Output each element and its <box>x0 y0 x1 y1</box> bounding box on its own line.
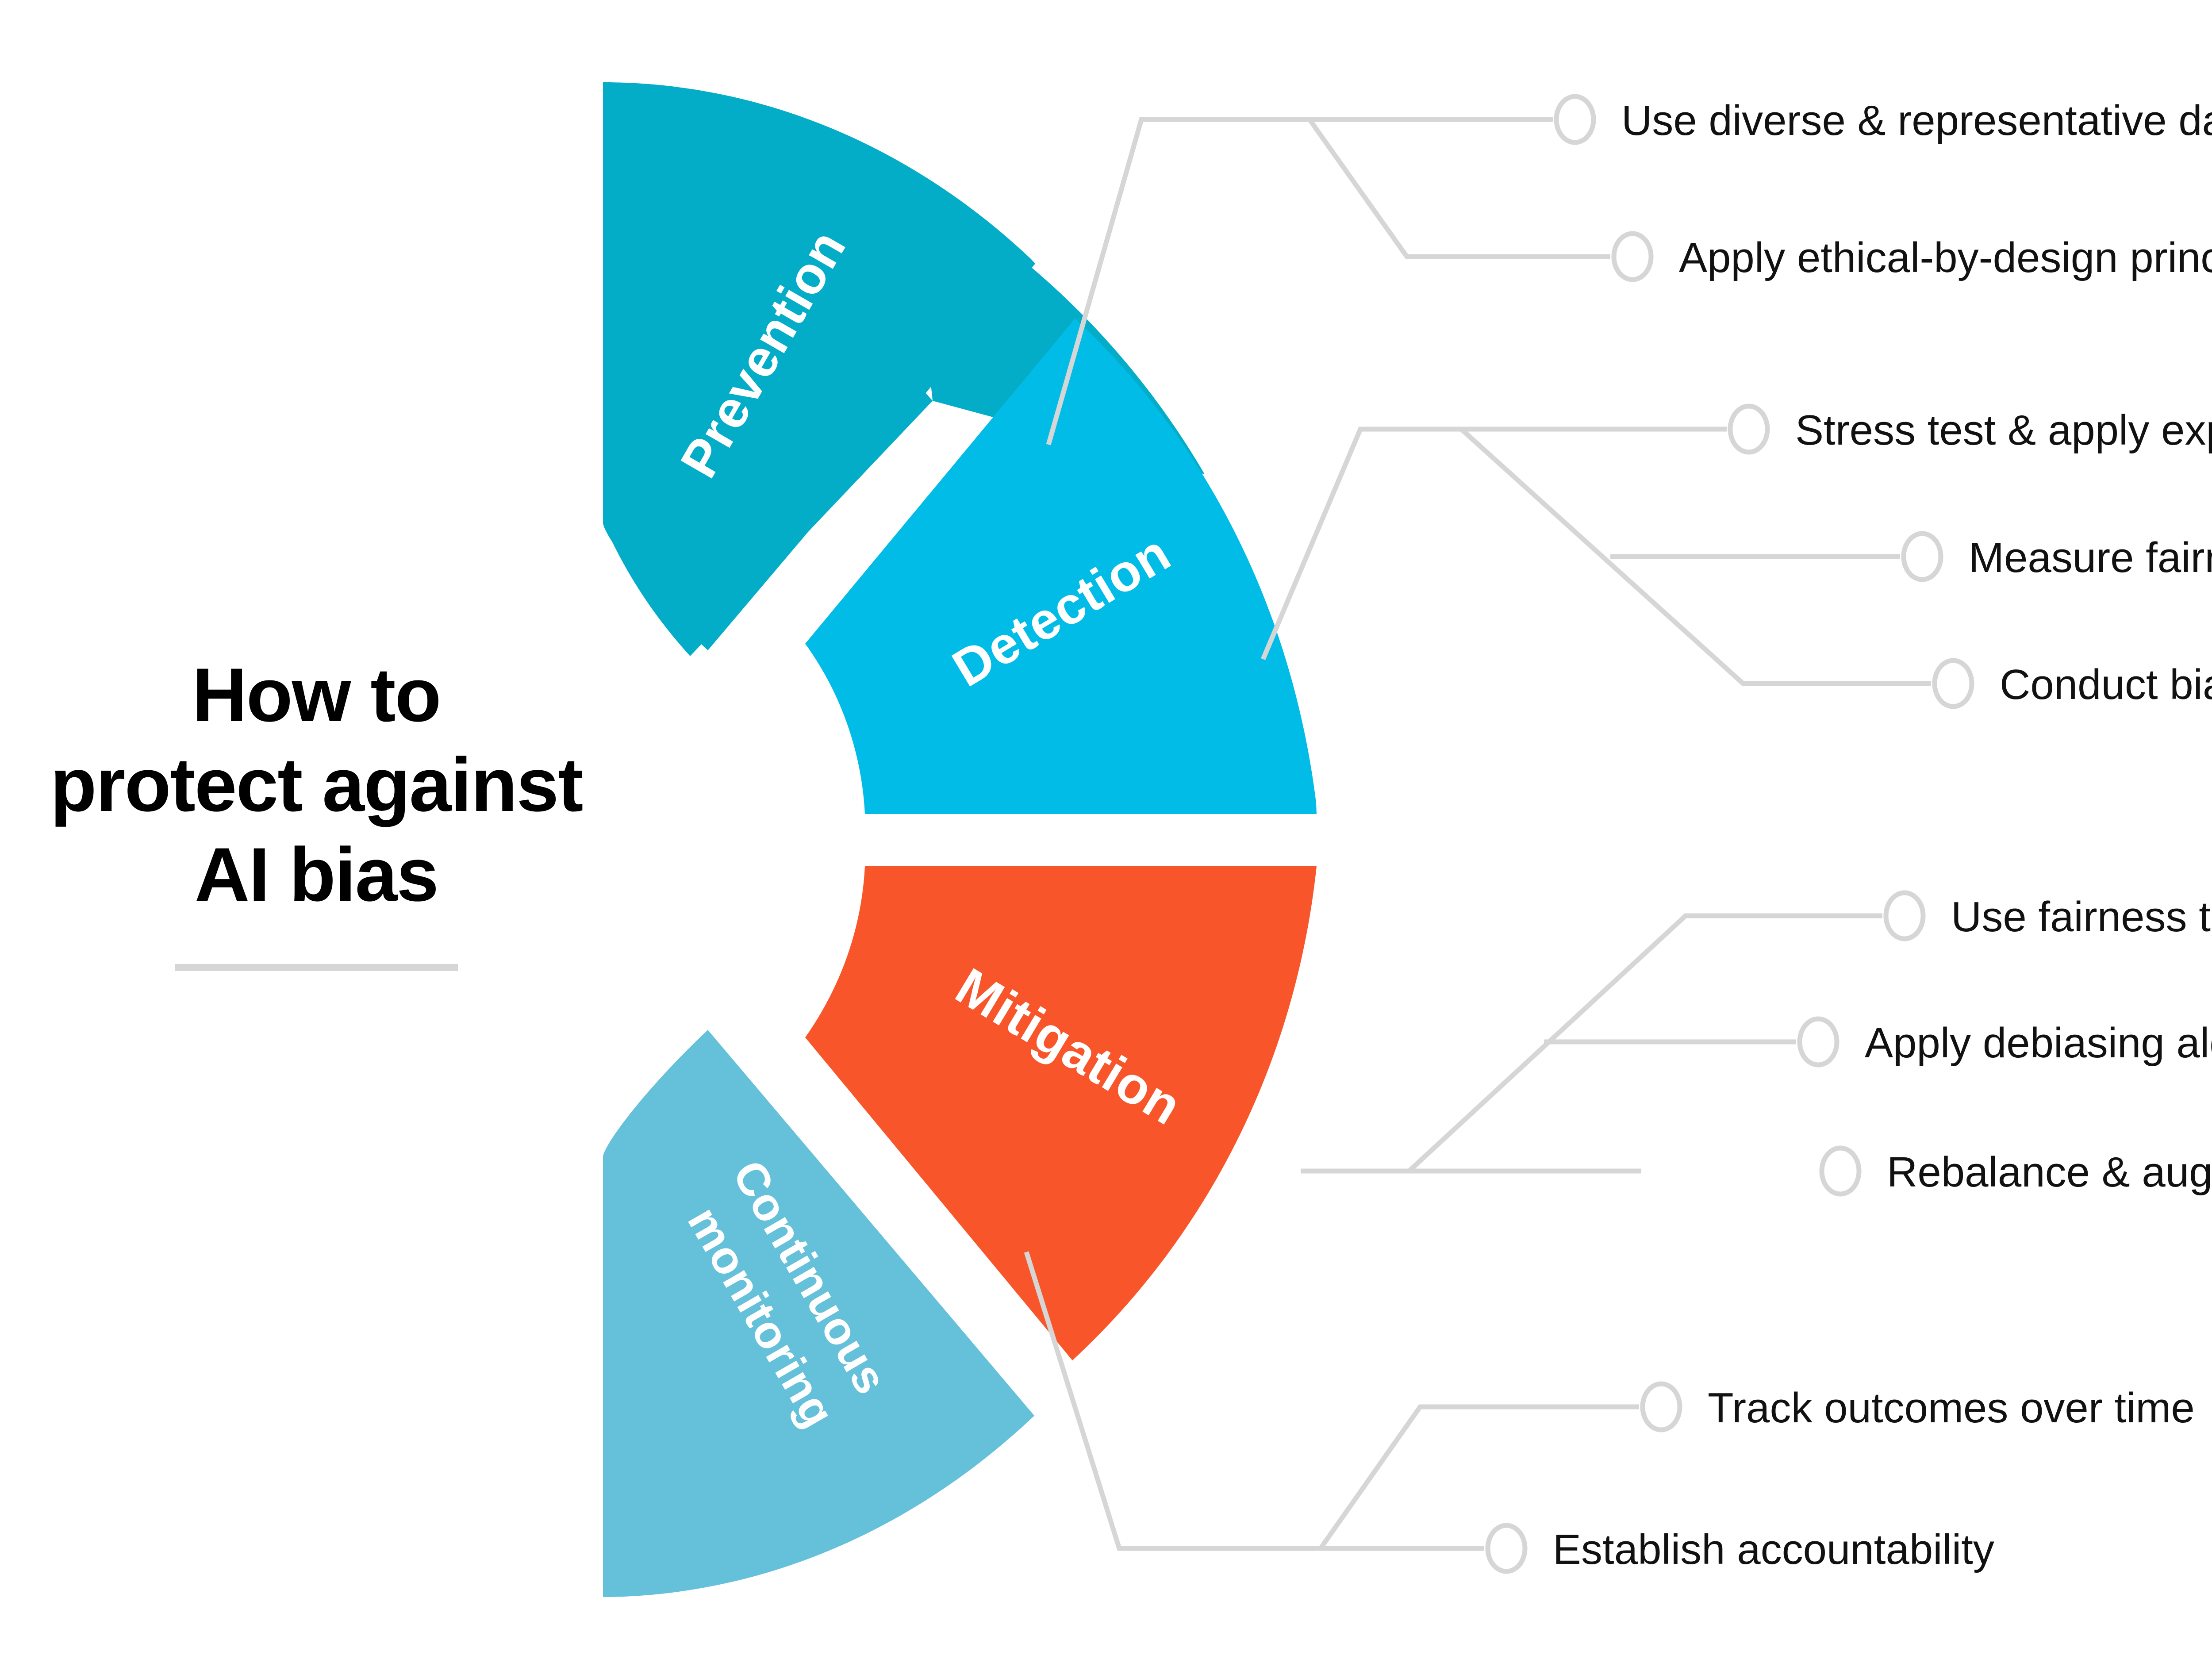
leaf-marker-7[interactable] <box>1797 1016 1839 1068</box>
leaf-label-1: Use diverse & representative datasets <box>1621 97 2212 144</box>
leaf-node-2[interactable]: Apply ethical-by-design principles <box>1611 231 2212 282</box>
leaf-marker-1[interactable] <box>1554 94 1596 145</box>
leaf-marker-2[interactable] <box>1611 231 1654 282</box>
connector-monitoring-branch-1 <box>1318 1404 1639 1550</box>
leaf-node-4[interactable]: Measure fairness with metrics <box>1901 531 2212 582</box>
leaf-label-6: Use fairness toolkits <box>1951 893 2212 941</box>
connector-detection-diagonal <box>1459 427 1931 686</box>
leaf-label-8: Rebalance & augment datasets <box>1887 1148 2212 1196</box>
leaf-marker-5[interactable] <box>1932 658 1974 709</box>
page-title: How to protect against AI bias <box>27 650 606 920</box>
leaf-marker-10[interactable] <box>1485 1523 1528 1574</box>
connector-prevention-branch-2 <box>1307 118 1610 259</box>
segment-detection[interactable]: Detection <box>805 319 1317 814</box>
leaf-marker-4[interactable] <box>1901 531 1943 582</box>
title-line-2: protect against <box>50 742 584 827</box>
leaf-node-3[interactable]: Stress test & apply explainability <box>1728 403 2212 455</box>
title-line-1: How to <box>192 653 441 737</box>
leaf-node-1[interactable]: Use diverse & representative datasets <box>1554 94 2212 145</box>
leaf-marker-8[interactable] <box>1819 1145 1862 1197</box>
leaf-node-7[interactable]: Apply debiasing algorithms <box>1797 1016 2212 1068</box>
segment-detection-shape[interactable] <box>805 319 1317 814</box>
leaf-marker-3[interactable] <box>1728 403 1770 455</box>
leaf-label-4: Measure fairness with metrics <box>1969 534 2212 581</box>
connector-group-prevention <box>1046 117 1610 445</box>
connector-detection-spine <box>1260 426 1727 661</box>
leaf-label-2: Apply ethical-by-design principles <box>1679 234 2212 281</box>
connector-group-mitigation <box>1301 913 1882 1174</box>
leaf-node-6[interactable]: Use fairness toolkits <box>1883 890 2212 941</box>
leaf-label-7: Apply debiasing algorithms <box>1865 1019 2212 1067</box>
connector-prevention-spine <box>1046 117 1553 445</box>
connector-group-detection <box>1260 426 1931 686</box>
title-line-3: AI bias <box>195 832 439 917</box>
leaf-label-10: Establish accountability <box>1553 1526 1994 1573</box>
leaf-label-3: Stress test & apply explainability <box>1795 407 2212 454</box>
segment-mitigation-shape[interactable] <box>805 866 1317 1360</box>
leaf-label-5: Conduct bias audits <box>2000 661 2212 708</box>
leaf-marker-9[interactable] <box>1640 1381 1682 1432</box>
leaf-marker-6[interactable] <box>1883 890 1926 941</box>
leaf-node-5[interactable]: Conduct bias audits <box>1932 658 2212 709</box>
connector-monitoring-spine <box>1024 1251 1484 1551</box>
segment-continuous-monitoring-shape[interactable] <box>603 1030 1034 1597</box>
title-divider <box>175 964 458 971</box>
title-block: How to protect against AI bias <box>27 650 606 971</box>
segment-prevention[interactable]: Prevention <box>603 82 1205 656</box>
segment-mitigation[interactable]: Mitigation <box>805 866 1317 1360</box>
leaf-label-9: Track outcomes over time <box>1708 1384 2195 1432</box>
segment-prevention-body[interactable] <box>603 82 1035 650</box>
connector-mitigation-diagonal <box>1407 913 1882 1173</box>
leaf-node-10[interactable]: Establish accountability <box>1485 1523 1994 1574</box>
leaf-node-9[interactable]: Track outcomes over time <box>1640 1381 2195 1432</box>
connector-group-continuous-monitoring <box>1024 1251 1639 1551</box>
leaf-node-8[interactable]: Rebalance & augment datasets <box>1819 1145 2212 1197</box>
